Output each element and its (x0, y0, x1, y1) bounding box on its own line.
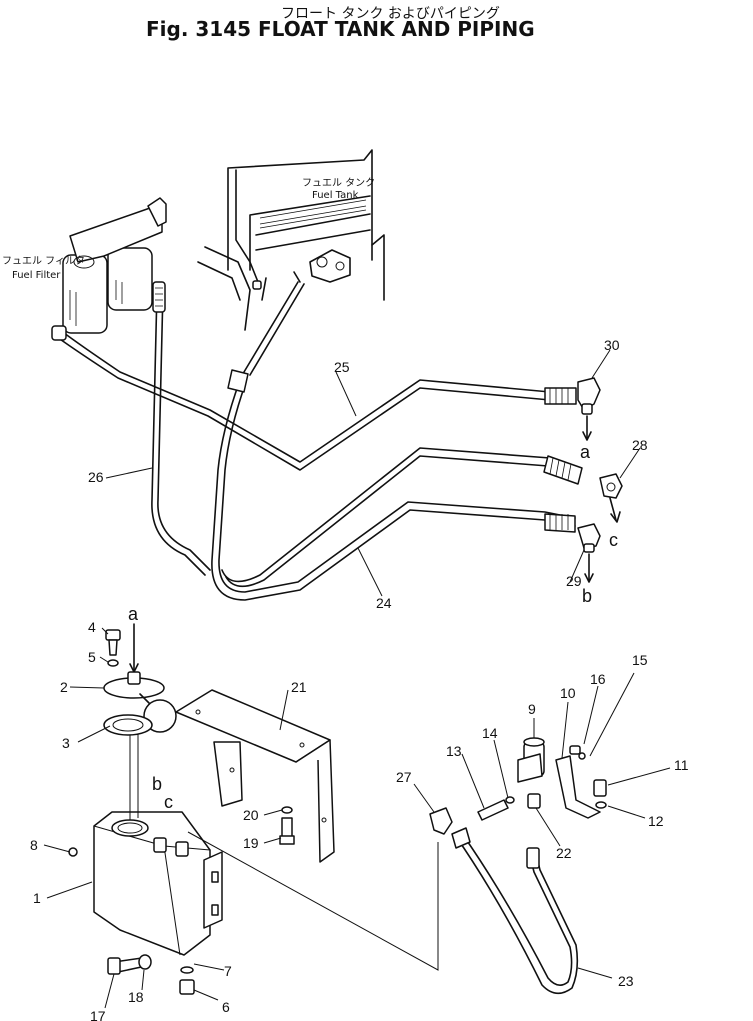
fitting-30 (577, 377, 601, 415)
title-english: Fig. 3145 FLOAT TANK AND PIPING (146, 17, 535, 41)
callout-12: 12 (648, 813, 664, 829)
callout-11: 11 (674, 757, 689, 773)
float-assembly (103, 629, 177, 820)
bolts-19-20 (279, 806, 295, 845)
callout-14: 14 (482, 725, 498, 741)
callout-16: 16 (590, 671, 606, 687)
callout-6: 6 (222, 999, 230, 1015)
fuel-tank-label-en: Fuel Tank (312, 190, 359, 201)
letter-b-lower: b (152, 774, 162, 794)
hose-23 (429, 807, 579, 995)
callout-21: 21 (291, 679, 307, 695)
callout-19: 19 (243, 835, 259, 851)
callout-24: 24 (376, 595, 392, 611)
tube-middle (221, 447, 583, 588)
fuel-tank-context (197, 149, 385, 331)
letter-b-upper: b (582, 586, 592, 606)
fuel-filter-label-jp: フュエル フィルタ (2, 255, 85, 267)
callout-3: 3 (62, 735, 70, 751)
letter-c-lower: c (164, 792, 173, 812)
callout-2: 2 (60, 679, 68, 695)
float-tank (93, 811, 223, 956)
tube-25 (51, 325, 577, 471)
connection-letters: a c b a b c (128, 442, 618, 812)
fitting-29 (577, 523, 601, 553)
callout-20: 20 (243, 807, 259, 823)
callout-7: 7 (224, 963, 232, 979)
callout-9: 9 (528, 701, 536, 717)
letter-c-upper: c (609, 530, 618, 550)
hose-26 (151, 281, 211, 576)
callout-10: 10 (560, 685, 576, 701)
switch-assembly (477, 737, 607, 821)
callout-4: 4 (88, 619, 96, 635)
callout-13: 13 (446, 743, 462, 759)
callout-1: 1 (33, 890, 41, 906)
callout-26: 26 (88, 469, 104, 485)
tube-24 (211, 281, 576, 601)
bracket-21 (175, 689, 335, 863)
connector-line (187, 831, 439, 971)
callout-25: 25 (334, 359, 350, 375)
callout-17: 17 (90, 1008, 106, 1021)
callout-8: 8 (30, 837, 38, 853)
small-hardware (68, 847, 195, 995)
letter-a-upper: a (580, 442, 591, 462)
fuel-filter-label-en: Fuel Filter (12, 270, 61, 281)
callout-30: 30 (604, 337, 620, 353)
connection-arrows (129, 415, 621, 673)
callout-22: 22 (556, 845, 572, 861)
callout-23: 23 (618, 973, 634, 989)
callout-29: 29 (566, 573, 582, 589)
callout-15: 15 (632, 652, 648, 668)
letter-a-lower: a (128, 604, 139, 624)
callout-numbers: 1 2 3 4 5 6 7 8 9 10 11 12 13 14 15 16 1… (30, 337, 689, 1021)
leader-lines (43, 349, 671, 1009)
title-japanese: フロート タンク およびパイピング (281, 6, 500, 22)
callout-27: 27 (396, 769, 412, 785)
fuel-tank-label-jp: フュエル タンク (302, 177, 375, 189)
callout-5: 5 (88, 649, 96, 665)
callout-28: 28 (632, 437, 648, 453)
fitting-28 (599, 473, 623, 499)
fuel-filter-context (62, 197, 167, 334)
callout-18: 18 (128, 989, 144, 1005)
